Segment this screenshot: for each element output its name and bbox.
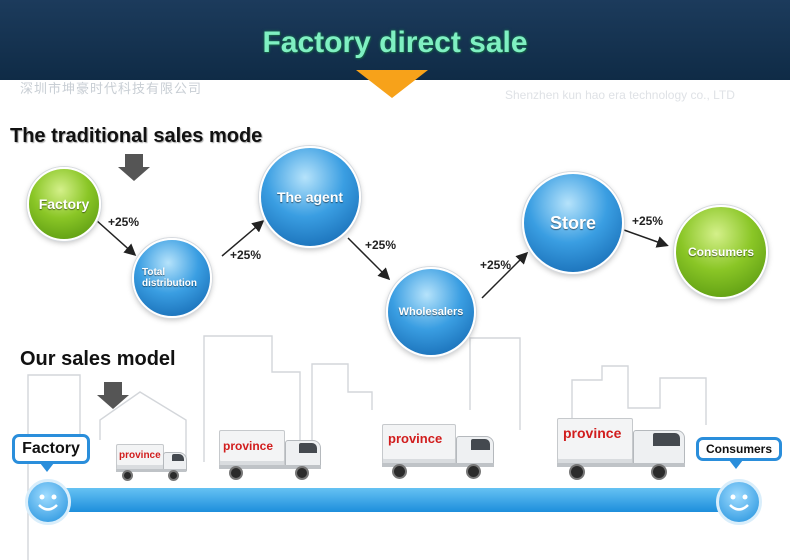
markup-label: +25% xyxy=(108,215,140,229)
truck-cargo-label: province xyxy=(119,450,161,461)
factory-start-label: Factory xyxy=(12,434,90,464)
consumers-node-label: Consumers xyxy=(687,245,755,259)
factory-node: Factory xyxy=(27,167,101,241)
delivery-truck-icon: province xyxy=(219,430,325,480)
store-node-label: Store xyxy=(549,212,596,233)
header-banner xyxy=(0,0,790,80)
total-distribution-node: Total distribution xyxy=(132,238,212,318)
pointer-icon xyxy=(40,463,54,472)
markup-label: +25% xyxy=(230,248,262,262)
smiley-face-icon xyxy=(716,479,762,525)
truck-cargo-label: province xyxy=(388,431,443,446)
company-name-watermark: Shenzhen kun hao era technology co., LTD xyxy=(505,88,735,102)
orange-down-arrow-icon xyxy=(356,70,428,98)
consumers-end-label: Consumers xyxy=(696,437,782,461)
pointer-icon xyxy=(729,460,743,469)
truck-cargo-label: province xyxy=(563,425,622,441)
agent-node: The agent xyxy=(259,146,361,248)
agent-node-label: The agent xyxy=(276,189,344,205)
wholesalers-node: Wholesalers xyxy=(386,267,476,357)
delivery-truck-icon: province xyxy=(557,418,691,480)
traditional-mode-title: The traditional sales mode xyxy=(10,125,263,147)
factory-node-label: Factory xyxy=(38,196,90,212)
total-distribution-label: Total distribution xyxy=(142,267,197,289)
markup-label: +25% xyxy=(632,214,664,228)
markup-label: +25% xyxy=(365,238,397,252)
truck-cargo-label: province xyxy=(223,439,274,453)
our-model-title: Our sales model xyxy=(20,348,176,370)
direct-route-road xyxy=(40,488,745,512)
markup-label: +25% xyxy=(480,258,512,272)
page-title: Factory direct sale xyxy=(262,26,528,59)
wholesalers-node-label: Wholesalers xyxy=(398,306,464,318)
delivery-truck-icon: province xyxy=(382,424,498,480)
store-node: Store xyxy=(522,172,624,274)
delivery-truck-icon: province xyxy=(116,444,190,481)
consumers-node: Consumers xyxy=(674,205,768,299)
smiley-face-icon xyxy=(25,479,71,525)
chinese-company-name: 深圳市坤豪时代科技有限公司 xyxy=(20,81,203,96)
